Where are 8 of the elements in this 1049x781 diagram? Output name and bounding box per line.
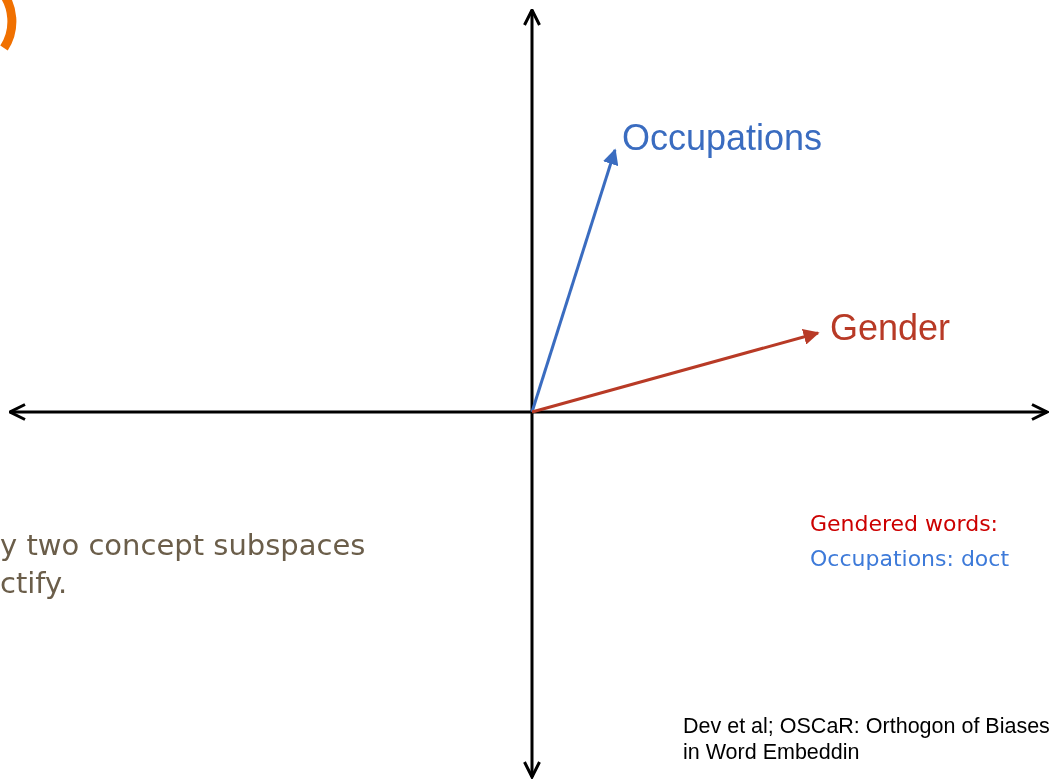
citation-text: Dev et al; OSCaR: Orthogon of Biases in Word Embeddin — [683, 714, 1049, 766]
example-text: Gendered words: — [810, 510, 1000, 538]
vector-arrow — [530, 148, 619, 413]
vector-label: Gender — [830, 307, 951, 349]
example-text: Occupations: doct — [810, 545, 1011, 573]
body-text: y two concept subspaces ctify. — [0, 527, 367, 602]
vector-arrow — [531, 329, 820, 414]
vector-label: Occupations — [622, 117, 823, 159]
